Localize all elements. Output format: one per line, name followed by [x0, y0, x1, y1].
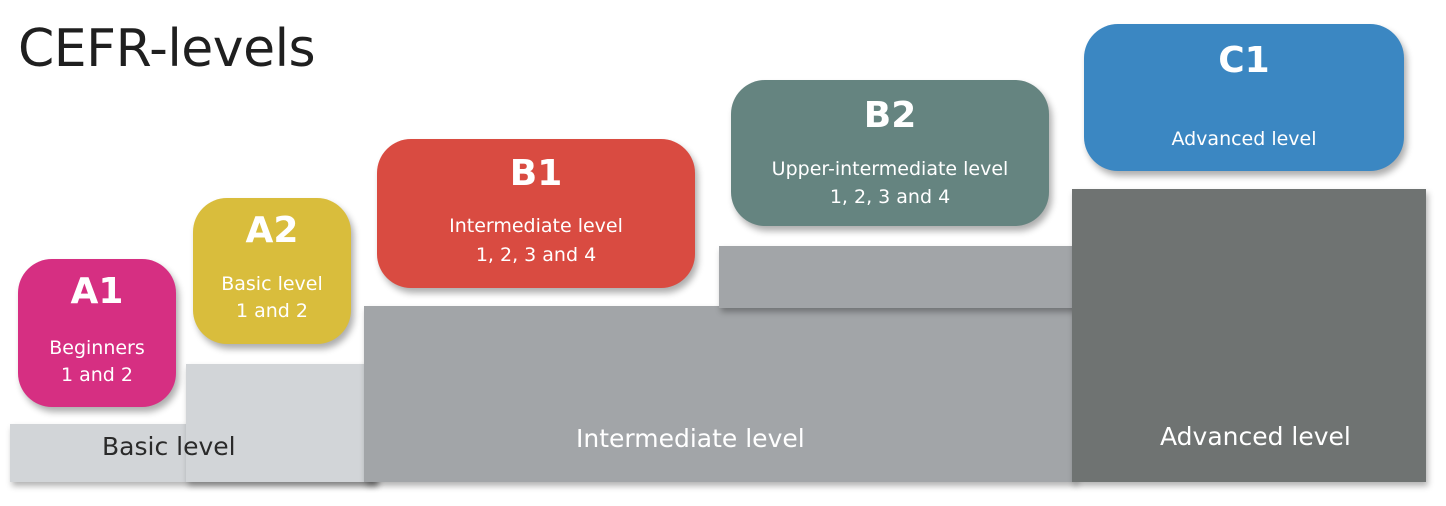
level-badge-c1: C1 Advanced level — [1084, 24, 1404, 171]
level-code-a2: A2 — [245, 210, 299, 251]
page-title: CEFR-levels — [18, 19, 316, 79]
level-code-b1: B1 — [509, 153, 563, 194]
level-code-a1: A1 — [70, 271, 124, 312]
intermediate-step-b1 — [364, 306, 1076, 482]
level-code-c1: C1 — [1218, 40, 1270, 81]
advanced-step-c1 — [1072, 189, 1426, 482]
level-code-b2: B2 — [863, 95, 917, 136]
level-desc-b2-line2: 1, 2, 3 and 4 — [829, 186, 951, 208]
level-desc-a1-line2: 1 and 2 — [60, 364, 133, 386]
basic-step-a2 — [186, 364, 376, 482]
intermediate-step-b2 — [719, 246, 1076, 308]
level-desc-b2-line1: Upper-intermediate level — [771, 158, 1009, 180]
band-label-advanced: Advanced level — [1160, 422, 1351, 451]
level-badge-b2: B2 Upper-intermediate level 1, 2, 3 and … — [731, 80, 1049, 226]
band-label-basic: Basic level — [102, 432, 236, 461]
level-badge-a1: A1 Beginners 1 and 2 — [18, 259, 176, 407]
band-label-intermediate: Intermediate level — [576, 424, 805, 453]
level-desc-c1-line1: Advanced level — [1171, 128, 1317, 150]
level-desc-a2-line1: Basic level — [221, 273, 323, 295]
level-desc-b1-line1: Intermediate level — [449, 215, 623, 237]
level-badge-a2: A2 Basic level 1 and 2 — [193, 198, 351, 344]
level-badge-b1: B1 Intermediate level 1, 2, 3 and 4 — [377, 139, 695, 288]
level-desc-a2-line2: 1 and 2 — [235, 300, 308, 322]
level-desc-a1-line1: Beginners — [49, 337, 145, 359]
level-desc-b1-line2: 1, 2, 3 and 4 — [475, 244, 597, 266]
